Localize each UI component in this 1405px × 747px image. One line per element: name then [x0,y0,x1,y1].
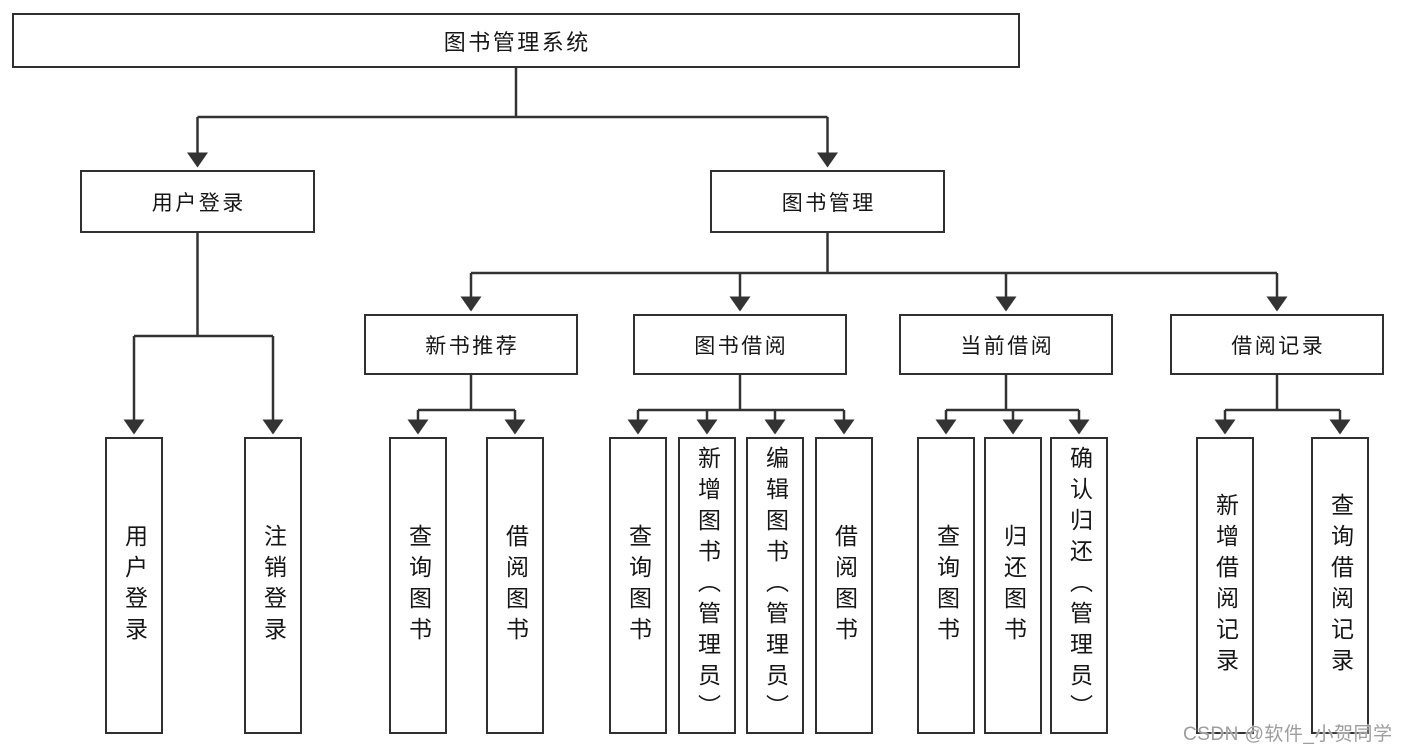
leaf-add-borrow-record: 新增借阅记录 [1196,437,1254,734]
node-book-borrowing: 图书借阅 [633,314,847,375]
leaf-borrow-books: 借阅图书 [815,437,873,734]
leaf-query-books-current: 查询图书 [917,437,975,734]
leaf-return-books: 归还图书 [984,437,1042,734]
node-new-book-recommend: 新书推荐 [364,314,578,375]
leaf-query-books-borrow: 查询图书 [609,437,667,734]
leaf-edit-books-admin: 编辑图书（管理员） [746,437,804,734]
leaf-add-books-admin: 新增图书（管理员） [678,437,736,734]
node-library-management-system: 图书管理系统 [12,13,1020,68]
leaf-user-login: 用户登录 [105,437,163,734]
node-user-login-branch: 用户登录 [80,170,315,233]
leaf-query-books-recommend: 查询图书 [389,437,447,734]
node-borrowing-records: 借阅记录 [1170,314,1384,375]
leaf-borrow-books-recommend: 借阅图书 [486,437,544,734]
leaf-query-borrow-record: 查询借阅记录 [1311,437,1369,734]
node-book-management-branch: 图书管理 [710,170,945,233]
leaf-logout: 注销登录 [244,437,302,734]
leaf-confirm-return-admin: 确认归还（管理员） [1050,437,1108,734]
node-current-borrowing: 当前借阅 [899,314,1113,375]
watermark: CSDN @软件_小贺同学 [1183,724,1393,745]
